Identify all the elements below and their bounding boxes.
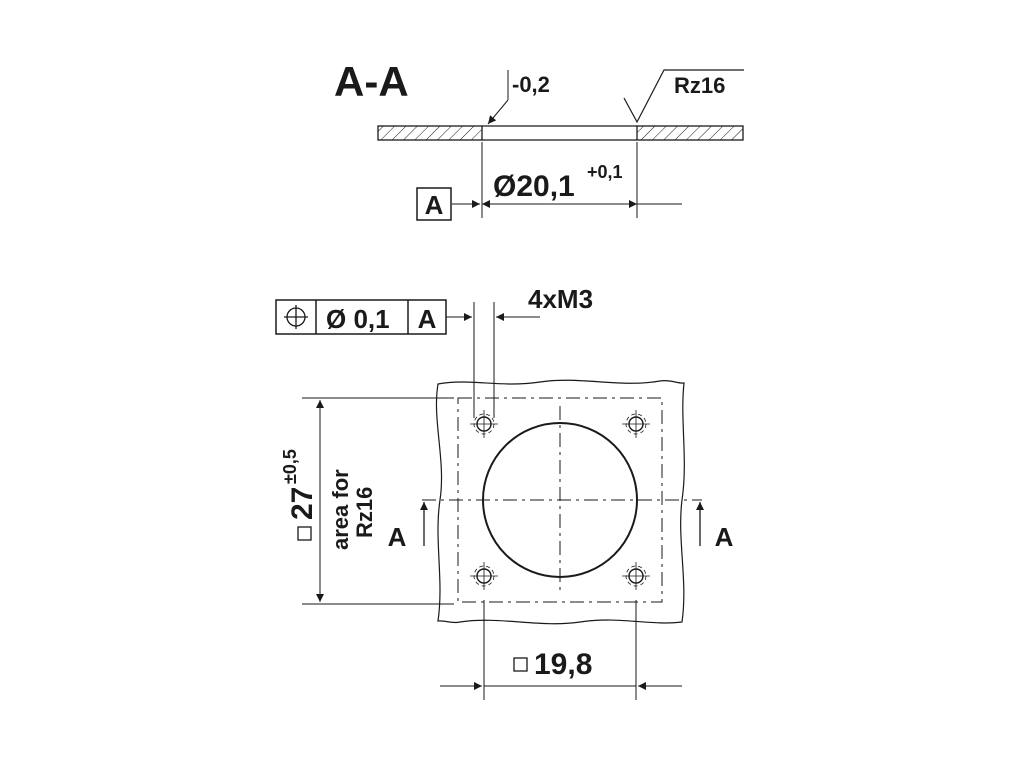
mounting-hole — [470, 562, 498, 590]
datum-box — [416, 187, 452, 221]
feature-control-frame: Ø 0,1 A — [275, 299, 447, 335]
central-bore — [482, 422, 638, 578]
plate-section — [377, 125, 744, 141]
square-symbol-icon — [513, 657, 528, 672]
area-label-line1: area for — [328, 469, 353, 550]
roughness-symbol: Rz16 — [623, 69, 744, 124]
tolerance-leader: -0,2 — [487, 70, 550, 125]
mounting-hole — [622, 410, 650, 438]
roughness-label: Rz16 — [674, 73, 725, 98]
section-marker-left: A — [388, 502, 428, 552]
square-dimension: 27 ±0,5 area for Rz16 — [280, 397, 454, 605]
mounting-holes — [470, 410, 650, 590]
frame-datum: A — [418, 304, 437, 334]
tolerance-label: -0,2 — [512, 72, 550, 97]
square-tolerance: ±0,5 — [280, 449, 300, 484]
square-symbol-icon — [297, 526, 312, 541]
hole-spacing: 19,8 — [534, 648, 592, 681]
plan-view: Ø 0,1 A 4xM3 — [275, 284, 734, 700]
center-lines — [422, 406, 702, 594]
datum-letter: A — [425, 190, 444, 220]
section-marker-left-label: A — [388, 522, 407, 552]
diameter-tolerance: +0,1 — [587, 162, 623, 182]
plate-outline — [435, 379, 685, 625]
mounting-hole — [622, 562, 650, 590]
hole-callout: 4xM3 — [528, 284, 593, 314]
frame-tolerance-value: Ø 0,1 — [326, 304, 390, 334]
diameter-label: Ø20,1 — [493, 170, 575, 203]
section-marker-right: A — [696, 502, 734, 552]
section-view: A-A -0,2 Rz16 A Ø20,1 — [334, 58, 744, 221]
square-size: 27 — [286, 487, 319, 520]
position-icon — [284, 305, 308, 329]
section-marker-right-label: A — [715, 522, 734, 552]
area-label-line2: Rz16 — [352, 487, 377, 538]
diameter-dimension: A Ø20,1 +0,1 — [416, 142, 682, 221]
mounting-hole — [470, 410, 498, 438]
spacing-dimension: 19,8 — [440, 600, 682, 700]
section-title: A-A — [334, 58, 409, 105]
thread-callout: 4xM3 — [446, 284, 593, 418]
